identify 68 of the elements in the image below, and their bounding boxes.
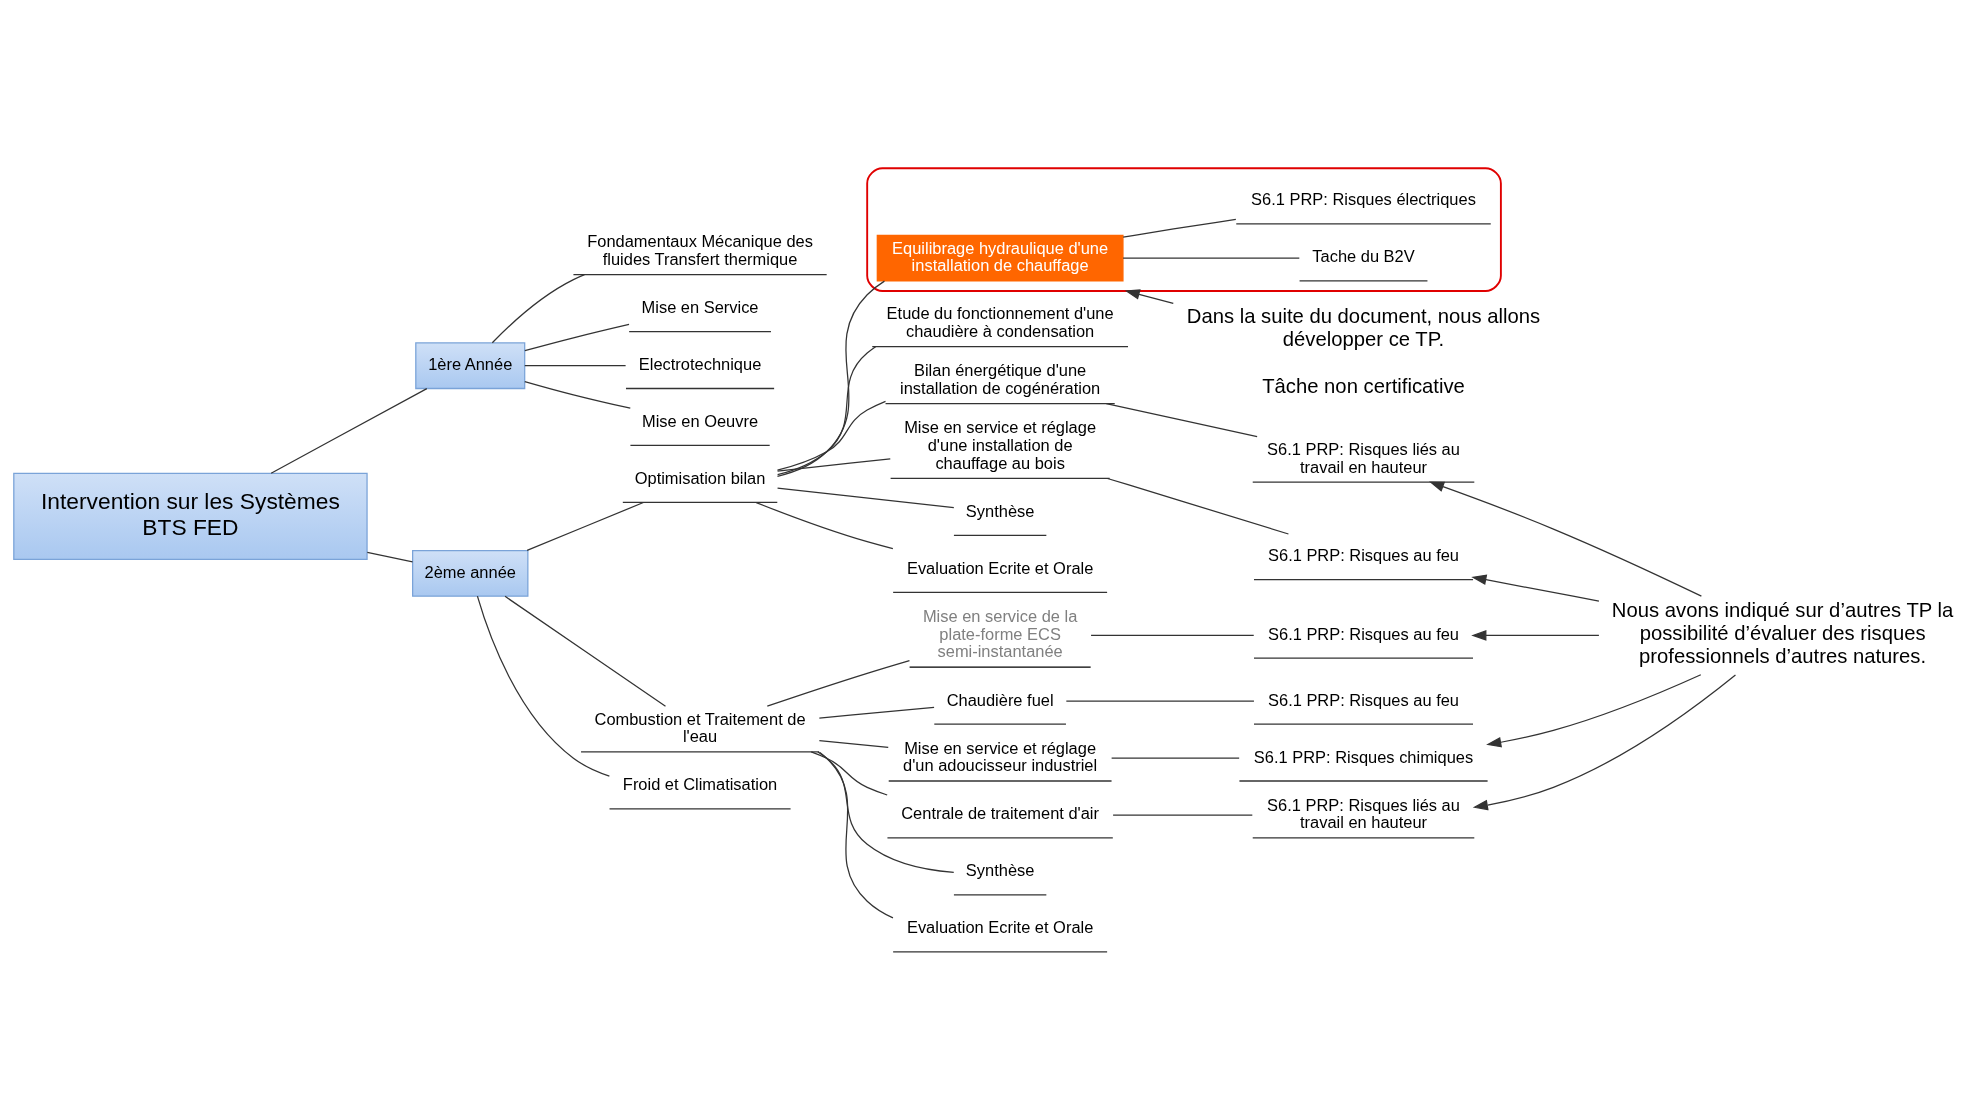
connector bbox=[1122, 257, 1300, 259]
node-box: Intervention sur les Systèmes BTS FED bbox=[13, 472, 368, 561]
node-text: Dans la suite du document, nous allons développer ce TP. Tâche non certificative bbox=[1186, 305, 1541, 397]
node-text: Bilan énergétique d'une installation de cogénération bbox=[900, 361, 1101, 398]
node-text: Optimisation bilan bbox=[634, 468, 766, 487]
connector bbox=[1090, 634, 1255, 637]
node-text: Mise en Oeuvre bbox=[642, 411, 759, 430]
connector bbox=[1122, 218, 1237, 238]
node-text: Tache du B2V bbox=[1312, 247, 1415, 266]
node-text: Evaluation Ecrite et Orale bbox=[906, 918, 1094, 937]
connector bbox=[1106, 477, 1290, 535]
connector bbox=[818, 740, 889, 749]
connector bbox=[776, 458, 891, 472]
node-text: Synthèse bbox=[965, 501, 1035, 520]
node-text: Nous avons indiqué sur d’autres TP la possibilité d’évaluer des risques professionnels d’autres natures. bbox=[1611, 599, 1954, 667]
node-text: Centrale de traitement d'air bbox=[901, 804, 1099, 823]
connector bbox=[1111, 757, 1240, 759]
connector bbox=[476, 595, 610, 777]
node-text: Mise en service de la plate-forme ECS semi-instantanée bbox=[922, 606, 1078, 661]
connector bbox=[524, 380, 631, 409]
arrow bbox=[1471, 574, 1600, 602]
arrow bbox=[1486, 674, 1702, 748]
node-text: Evaluation Ecrite et Orale bbox=[906, 558, 1094, 577]
connector bbox=[776, 487, 955, 509]
node-text: Fondamentaux Mécanique des fluides Transfert thermique bbox=[587, 232, 813, 268]
connector bbox=[810, 751, 888, 796]
node-box: Equilibrage hydraulique d'une installation de chauffage bbox=[876, 234, 1124, 282]
node-text: Mise en service et réglage d'un adoucisseur industriel bbox=[903, 738, 1098, 775]
connector bbox=[755, 501, 894, 550]
connector bbox=[524, 365, 627, 367]
connector bbox=[776, 400, 887, 471]
connector bbox=[776, 346, 877, 476]
connector bbox=[504, 595, 667, 707]
connector bbox=[526, 501, 644, 552]
node-text: Mise en Service bbox=[641, 298, 759, 317]
connector bbox=[366, 551, 414, 563]
node-text: S6.1 PRP: Risques liés au travail en hauteur bbox=[1267, 439, 1460, 476]
connector bbox=[1112, 814, 1253, 816]
connector bbox=[818, 706, 935, 719]
arrow bbox=[1124, 289, 1174, 304]
connector bbox=[1065, 700, 1255, 702]
node-text: S6.1 PRP: Risques au feu bbox=[1268, 690, 1459, 709]
node-text: S6.1 PRP: Risques au feu bbox=[1268, 546, 1459, 565]
connector bbox=[776, 280, 886, 477]
cluster bbox=[866, 167, 1502, 292]
connector bbox=[270, 388, 428, 474]
connector bbox=[524, 323, 630, 352]
node-text: Synthèse bbox=[965, 861, 1035, 880]
arrow bbox=[1428, 481, 1702, 597]
node-text: Mise en service et réglage d'une installation de chauffage au bois bbox=[904, 418, 1097, 472]
node-text: S6.1 PRP: Risques chimiques bbox=[1253, 747, 1474, 766]
node-text: Froid et Climatisation bbox=[622, 775, 778, 794]
node-box: 2ème année bbox=[412, 549, 529, 597]
connector bbox=[1105, 403, 1258, 438]
arrow bbox=[1472, 674, 1737, 811]
node-text: Electrotechnique bbox=[638, 355, 762, 374]
node-text: Combustion et Traitement de l'eau bbox=[594, 709, 806, 746]
connector bbox=[818, 751, 894, 919]
connector bbox=[766, 660, 911, 707]
connector bbox=[817, 751, 955, 874]
node-text: S6.1 PRP: Risques liés au travail en hauteur bbox=[1267, 795, 1460, 832]
node-text: Etude du fonctionnement d'une chaudière à condensation bbox=[886, 304, 1114, 341]
arrow bbox=[1471, 630, 1600, 641]
node-text: Chaudière fuel bbox=[946, 690, 1054, 709]
node-box: 1ère Année bbox=[415, 342, 526, 390]
connector bbox=[491, 273, 586, 344]
node-text: S6.1 PRP: Risques électriques bbox=[1251, 190, 1476, 209]
node-text: S6.1 PRP: Risques au feu bbox=[1268, 624, 1459, 643]
